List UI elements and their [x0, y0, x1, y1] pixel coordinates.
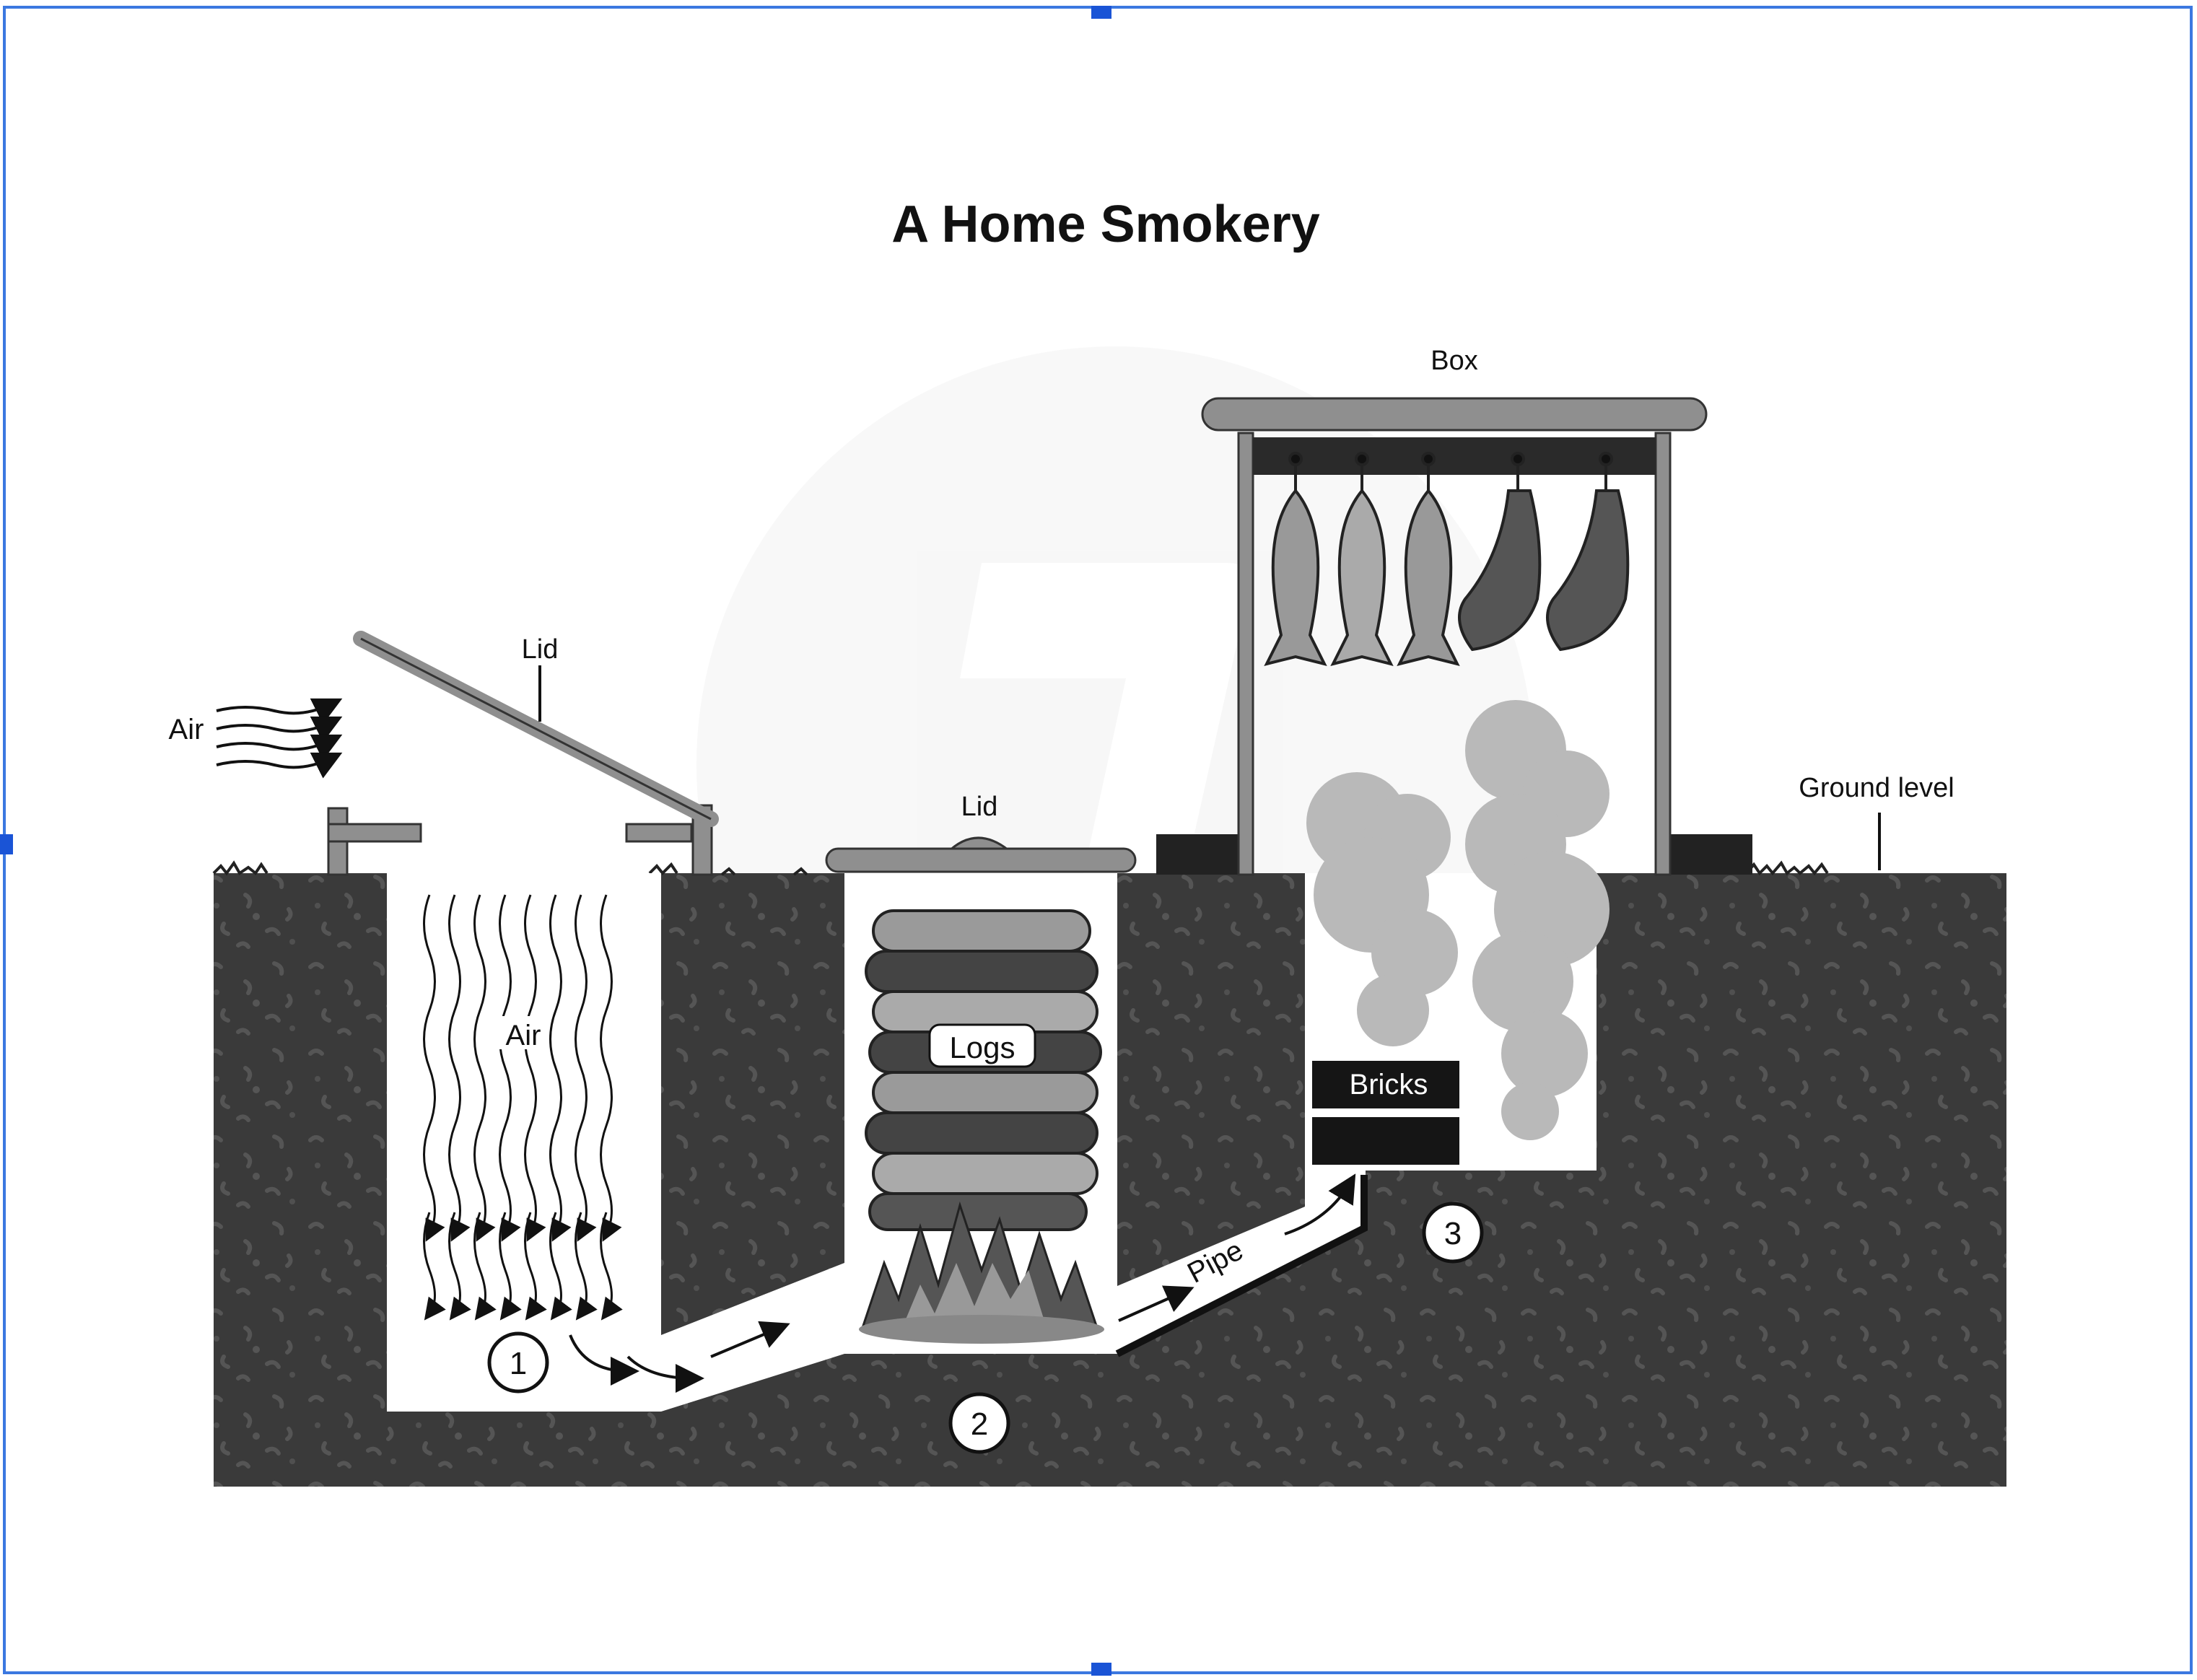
fire-flames [859, 1201, 1104, 1344]
box-base-right [1670, 834, 1752, 875]
brick-bottom [1312, 1117, 1459, 1165]
resize-handle-bottom[interactable] [1091, 1663, 1111, 1676]
box-base-left [1156, 834, 1239, 875]
outside-air-arrows [216, 698, 343, 779]
label-ground-level: Ground level [1799, 773, 1954, 803]
air-intake-frame [327, 804, 713, 876]
stage-marker-2: 2 [948, 1392, 1010, 1454]
smoke-clouds [1306, 700, 1609, 1140]
brick-top [1312, 1061, 1459, 1108]
svg-text:1: 1 [510, 1346, 527, 1381]
fire-pit-lid[interactable] [825, 836, 1137, 873]
label-air-outside: Air [169, 714, 204, 745]
chamber-air-waves [423, 894, 623, 1321]
smoke-box [1201, 397, 1708, 876]
diagram-title: A Home Smokery [891, 196, 1320, 253]
stage-marker-3: 3 [1422, 1202, 1484, 1264]
label-logs: Logs [949, 1031, 1015, 1064]
flow-arrows [569, 1173, 1356, 1393]
svg-text:2: 2 [971, 1406, 988, 1442]
logs-label-box [928, 1023, 1036, 1068]
resize-handle-top[interactable] [1091, 6, 1111, 19]
logs-stack [865, 909, 1102, 1231]
label-lid-middle: Lid [961, 792, 998, 822]
label-bricks: Bricks [1350, 1069, 1428, 1101]
grass-line [212, 860, 1829, 876]
label-lid-left: Lid [522, 634, 559, 665]
resize-handle-left[interactable] [0, 834, 13, 854]
label-air-chamber: Air [506, 1020, 541, 1051]
pipe-outline [1115, 1175, 1368, 1357]
stage-marker-1: 1 [487, 1331, 549, 1394]
svg-text:3: 3 [1444, 1216, 1462, 1251]
label-box: Box [1431, 346, 1477, 376]
hanging-food [1264, 452, 1630, 666]
